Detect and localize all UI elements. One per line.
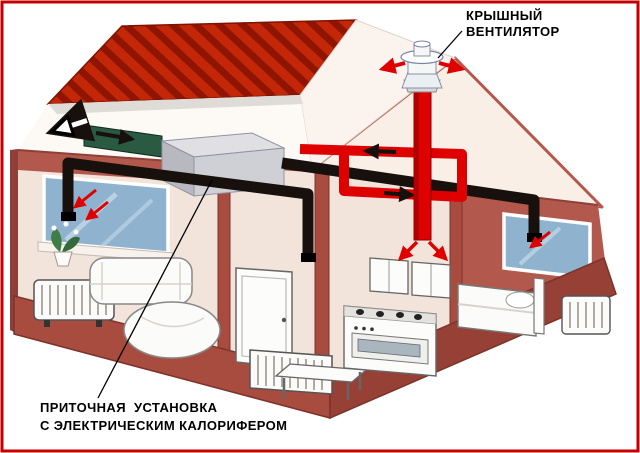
extract-arrow [397, 240, 419, 262]
glass-reflection [98, 198, 154, 250]
radiator-foot [44, 320, 50, 327]
blanket-seam [457, 303, 537, 314]
plant-leaf [51, 228, 62, 252]
roof-ventilator [378, 40, 466, 89]
kitchen-stove [343, 305, 437, 377]
room-airflow-arrows [73, 188, 551, 249]
plant-blossom [73, 229, 79, 235]
armchair-beanbag [123, 301, 221, 359]
sofa-seams [90, 262, 192, 300]
riser-shade [414, 70, 419, 240]
exhaust-out-arrow [378, 57, 406, 74]
duct-outlet [301, 253, 316, 262]
door-knob [281, 317, 287, 323]
table-legs [282, 372, 362, 400]
black-duct-left-run [62, 157, 314, 258]
sofa [89, 257, 193, 305]
oven-window [357, 338, 421, 358]
front-corner-column [314, 168, 330, 383]
roof-fan-label-line2: ВЕНТИЛЯТОР [466, 24, 560, 39]
plant-pot [53, 251, 73, 267]
supply-unit-label-line1: ПРИТОЧНАЯ УСТАНОВКА [40, 400, 218, 415]
supply-air-arrow [73, 188, 97, 209]
red-duct-loop [299, 143, 467, 203]
beanbag-crease [139, 315, 205, 328]
pillow [505, 291, 535, 309]
exhaust-out-arrow [438, 57, 466, 74]
left-outer-wall-strip [10, 149, 18, 334]
eave-shadow [48, 95, 303, 114]
supply-unit-label-line2: С ЭЛЕКТРИЧЕСКИМ КАЛОРИФЕРОМ [40, 418, 287, 433]
ventilator-top-cap [413, 40, 431, 48]
radiator-bedroom [561, 295, 611, 335]
plant-blossom [63, 221, 69, 227]
houseplant [51, 221, 80, 267]
loop-flow-arrow [383, 186, 416, 203]
supply-air-arrow [529, 230, 551, 249]
bed [457, 277, 545, 337]
burner [396, 312, 404, 318]
burner [356, 309, 364, 315]
duct-outlet [61, 212, 76, 221]
supply-unit-label: ПРИТОЧНАЯ УСТАНОВКА С ЭЛЕКТРИЧЕСКИМ КАЛО… [40, 400, 287, 433]
supply-air-arrow [85, 200, 109, 221]
eave-exhaust-arrow [45, 98, 96, 142]
radiator-fins [569, 302, 603, 328]
beanbag-body [123, 301, 221, 359]
roof-fan-leader-line [437, 30, 463, 59]
black-duct-right-run [281, 157, 540, 238]
roof-fan-label-line1: КРЫШНЫЙ [466, 8, 543, 23]
sofa-body [89, 257, 193, 305]
intake-flow-arrow [95, 129, 136, 145]
plant-blossom [51, 225, 57, 231]
roof-fan-label: КРЫШНЫЙ ВЕНТИЛЯТОР [466, 8, 560, 39]
red-loop-run [299, 144, 467, 202]
kitchen-wall-cabinets [369, 257, 451, 299]
burner [414, 314, 422, 320]
cooktop [343, 305, 437, 325]
stove-knob [362, 326, 366, 331]
exhaust-riser-duct [397, 69, 449, 262]
loop-flow-arrow [362, 143, 397, 160]
exhaust-arrow-white [56, 121, 88, 131]
mattress [457, 283, 537, 337]
bedroom-window [502, 212, 592, 280]
plant-leaf [62, 236, 80, 252]
radiator-foot [96, 320, 102, 327]
stove-knob [370, 327, 374, 332]
headboard [533, 277, 545, 335]
stove-knob [354, 326, 358, 330]
supply-unit-leader-line [97, 179, 213, 399]
window-glass [502, 212, 592, 280]
burner [376, 311, 384, 317]
extract-arrow [427, 240, 449, 262]
